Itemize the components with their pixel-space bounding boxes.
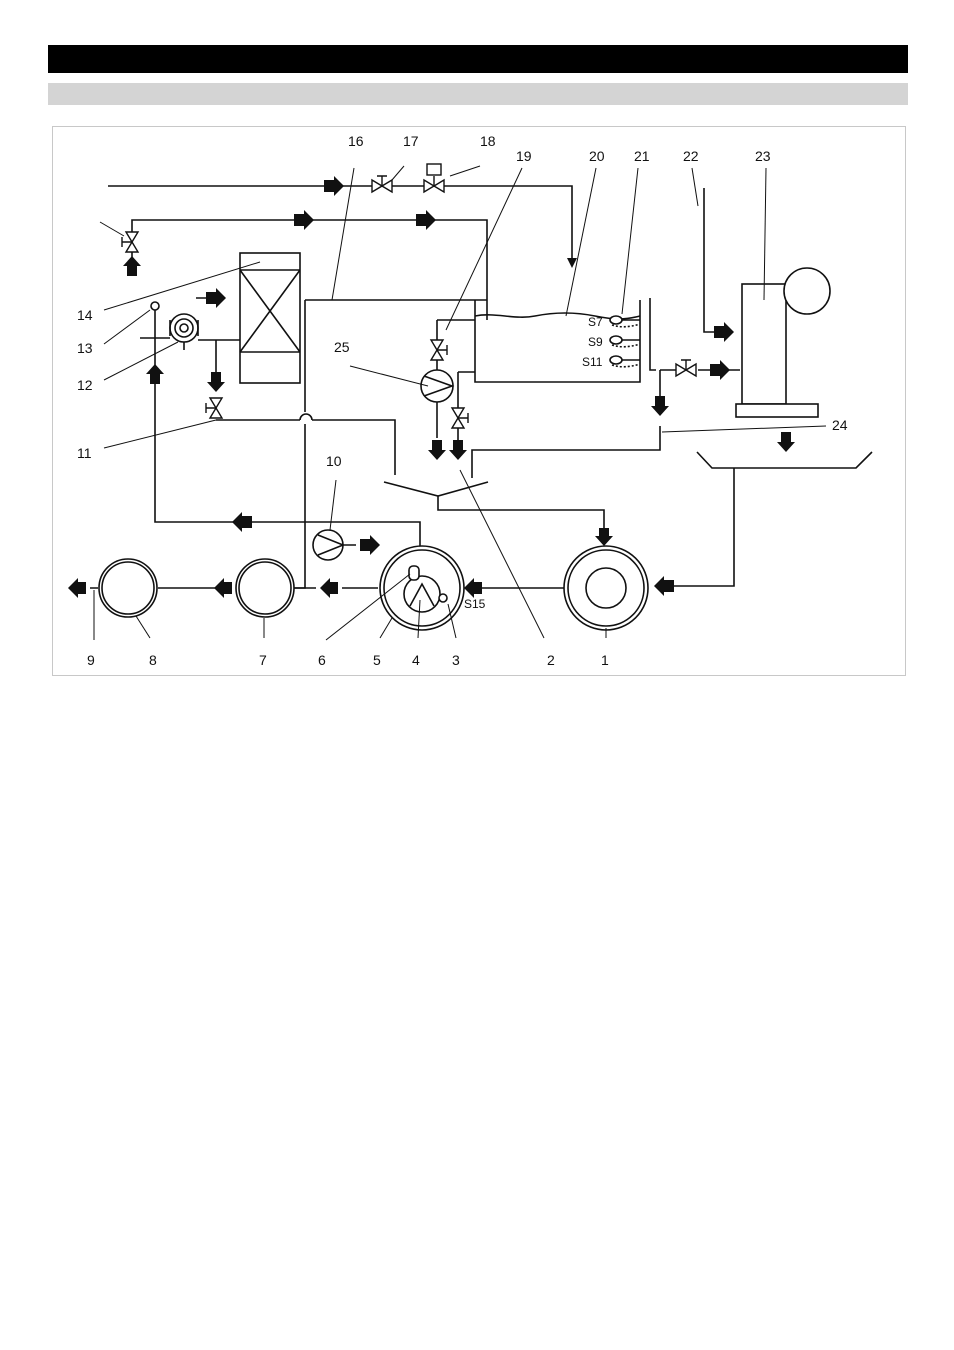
arrow-left-icon — [464, 578, 482, 598]
label-11: 11 — [77, 445, 92, 461]
valve-19 — [431, 340, 447, 360]
pipe-22 — [704, 188, 728, 332]
arrow-right-icon — [714, 322, 734, 342]
pipe-upper-return — [132, 220, 487, 320]
unit-23 — [736, 268, 830, 417]
tank-wall-right — [650, 298, 656, 370]
gauge-13 — [151, 302, 159, 310]
label-23: 23 — [755, 148, 771, 164]
valve-18 — [424, 164, 444, 192]
arrow-down-icon — [428, 440, 446, 460]
label-8: 8 — [149, 652, 157, 668]
arrow-right-icon — [294, 210, 314, 230]
pipe-19 — [437, 320, 475, 370]
arrow-right-icon — [324, 176, 344, 196]
valve-2 — [452, 408, 468, 428]
label-s11: S11 — [582, 355, 603, 369]
label-5: 5 — [373, 652, 381, 668]
arrow-left-icon — [320, 578, 338, 598]
arrow-down-icon — [449, 440, 467, 460]
arrow-right-icon — [416, 210, 436, 230]
pump-12 — [170, 314, 198, 350]
pipe-tray-to-1 — [664, 468, 734, 586]
label-16: 16 — [348, 133, 364, 149]
pipe-crossover — [300, 414, 395, 475]
arrow-left-icon — [232, 512, 252, 532]
label-2: 2 — [547, 652, 555, 668]
label-21: 21 — [634, 148, 650, 164]
arrow-left-icon — [68, 578, 86, 598]
label-24: 24 — [832, 417, 848, 433]
label-18: 18 — [480, 133, 496, 149]
label-10: 10 — [326, 453, 342, 469]
label-14: 14 — [77, 307, 93, 323]
valve-23-inlet — [676, 360, 696, 376]
arrow-up-icon — [146, 364, 164, 384]
label-4: 4 — [412, 652, 420, 668]
label-3: 3 — [452, 652, 460, 668]
valve-17 — [372, 176, 392, 192]
pipe-2 — [458, 372, 475, 440]
arrow-left-icon — [214, 578, 232, 598]
arrow-up-icon — [123, 256, 141, 276]
arrow-right-icon — [360, 535, 380, 555]
label-6: 6 — [318, 652, 326, 668]
pump-25 — [421, 370, 453, 402]
label-17: 17 — [403, 133, 419, 149]
label-s7: S7 — [588, 315, 603, 329]
label-20: 20 — [589, 148, 605, 164]
tank-1 — [564, 546, 648, 630]
label-s15: S15 — [464, 597, 486, 611]
pump-10 — [313, 530, 343, 560]
label-13: 13 — [77, 340, 93, 356]
filter-8 — [99, 559, 157, 617]
arrow-right-icon — [206, 288, 226, 308]
level-sensors — [610, 316, 640, 367]
valve-11 — [206, 398, 222, 418]
arrow-right-icon — [710, 360, 730, 380]
hopper-drain — [438, 496, 604, 530]
components — [99, 253, 830, 630]
label-12: 12 — [77, 377, 93, 393]
label-19: 19 — [516, 148, 532, 164]
filter-7 — [236, 559, 294, 617]
pipe-24 — [472, 370, 660, 478]
arrow-down-icon — [595, 528, 613, 546]
label-22: 22 — [683, 148, 699, 164]
arrow-left-icon — [654, 576, 674, 596]
valve-top-left — [122, 232, 138, 252]
arrow-down-icon — [207, 372, 225, 392]
label-25: 25 — [334, 339, 350, 355]
label-7: 7 — [259, 652, 267, 668]
label-1: 1 — [601, 652, 609, 668]
arrow-down-icon — [651, 396, 669, 416]
arrow-down-icon — [567, 258, 577, 268]
arrow-down-icon — [777, 432, 795, 452]
tray — [697, 452, 872, 468]
heat-exchanger-14 — [240, 253, 300, 383]
label-9: 9 — [87, 652, 95, 668]
label-s9: S9 — [588, 335, 603, 349]
